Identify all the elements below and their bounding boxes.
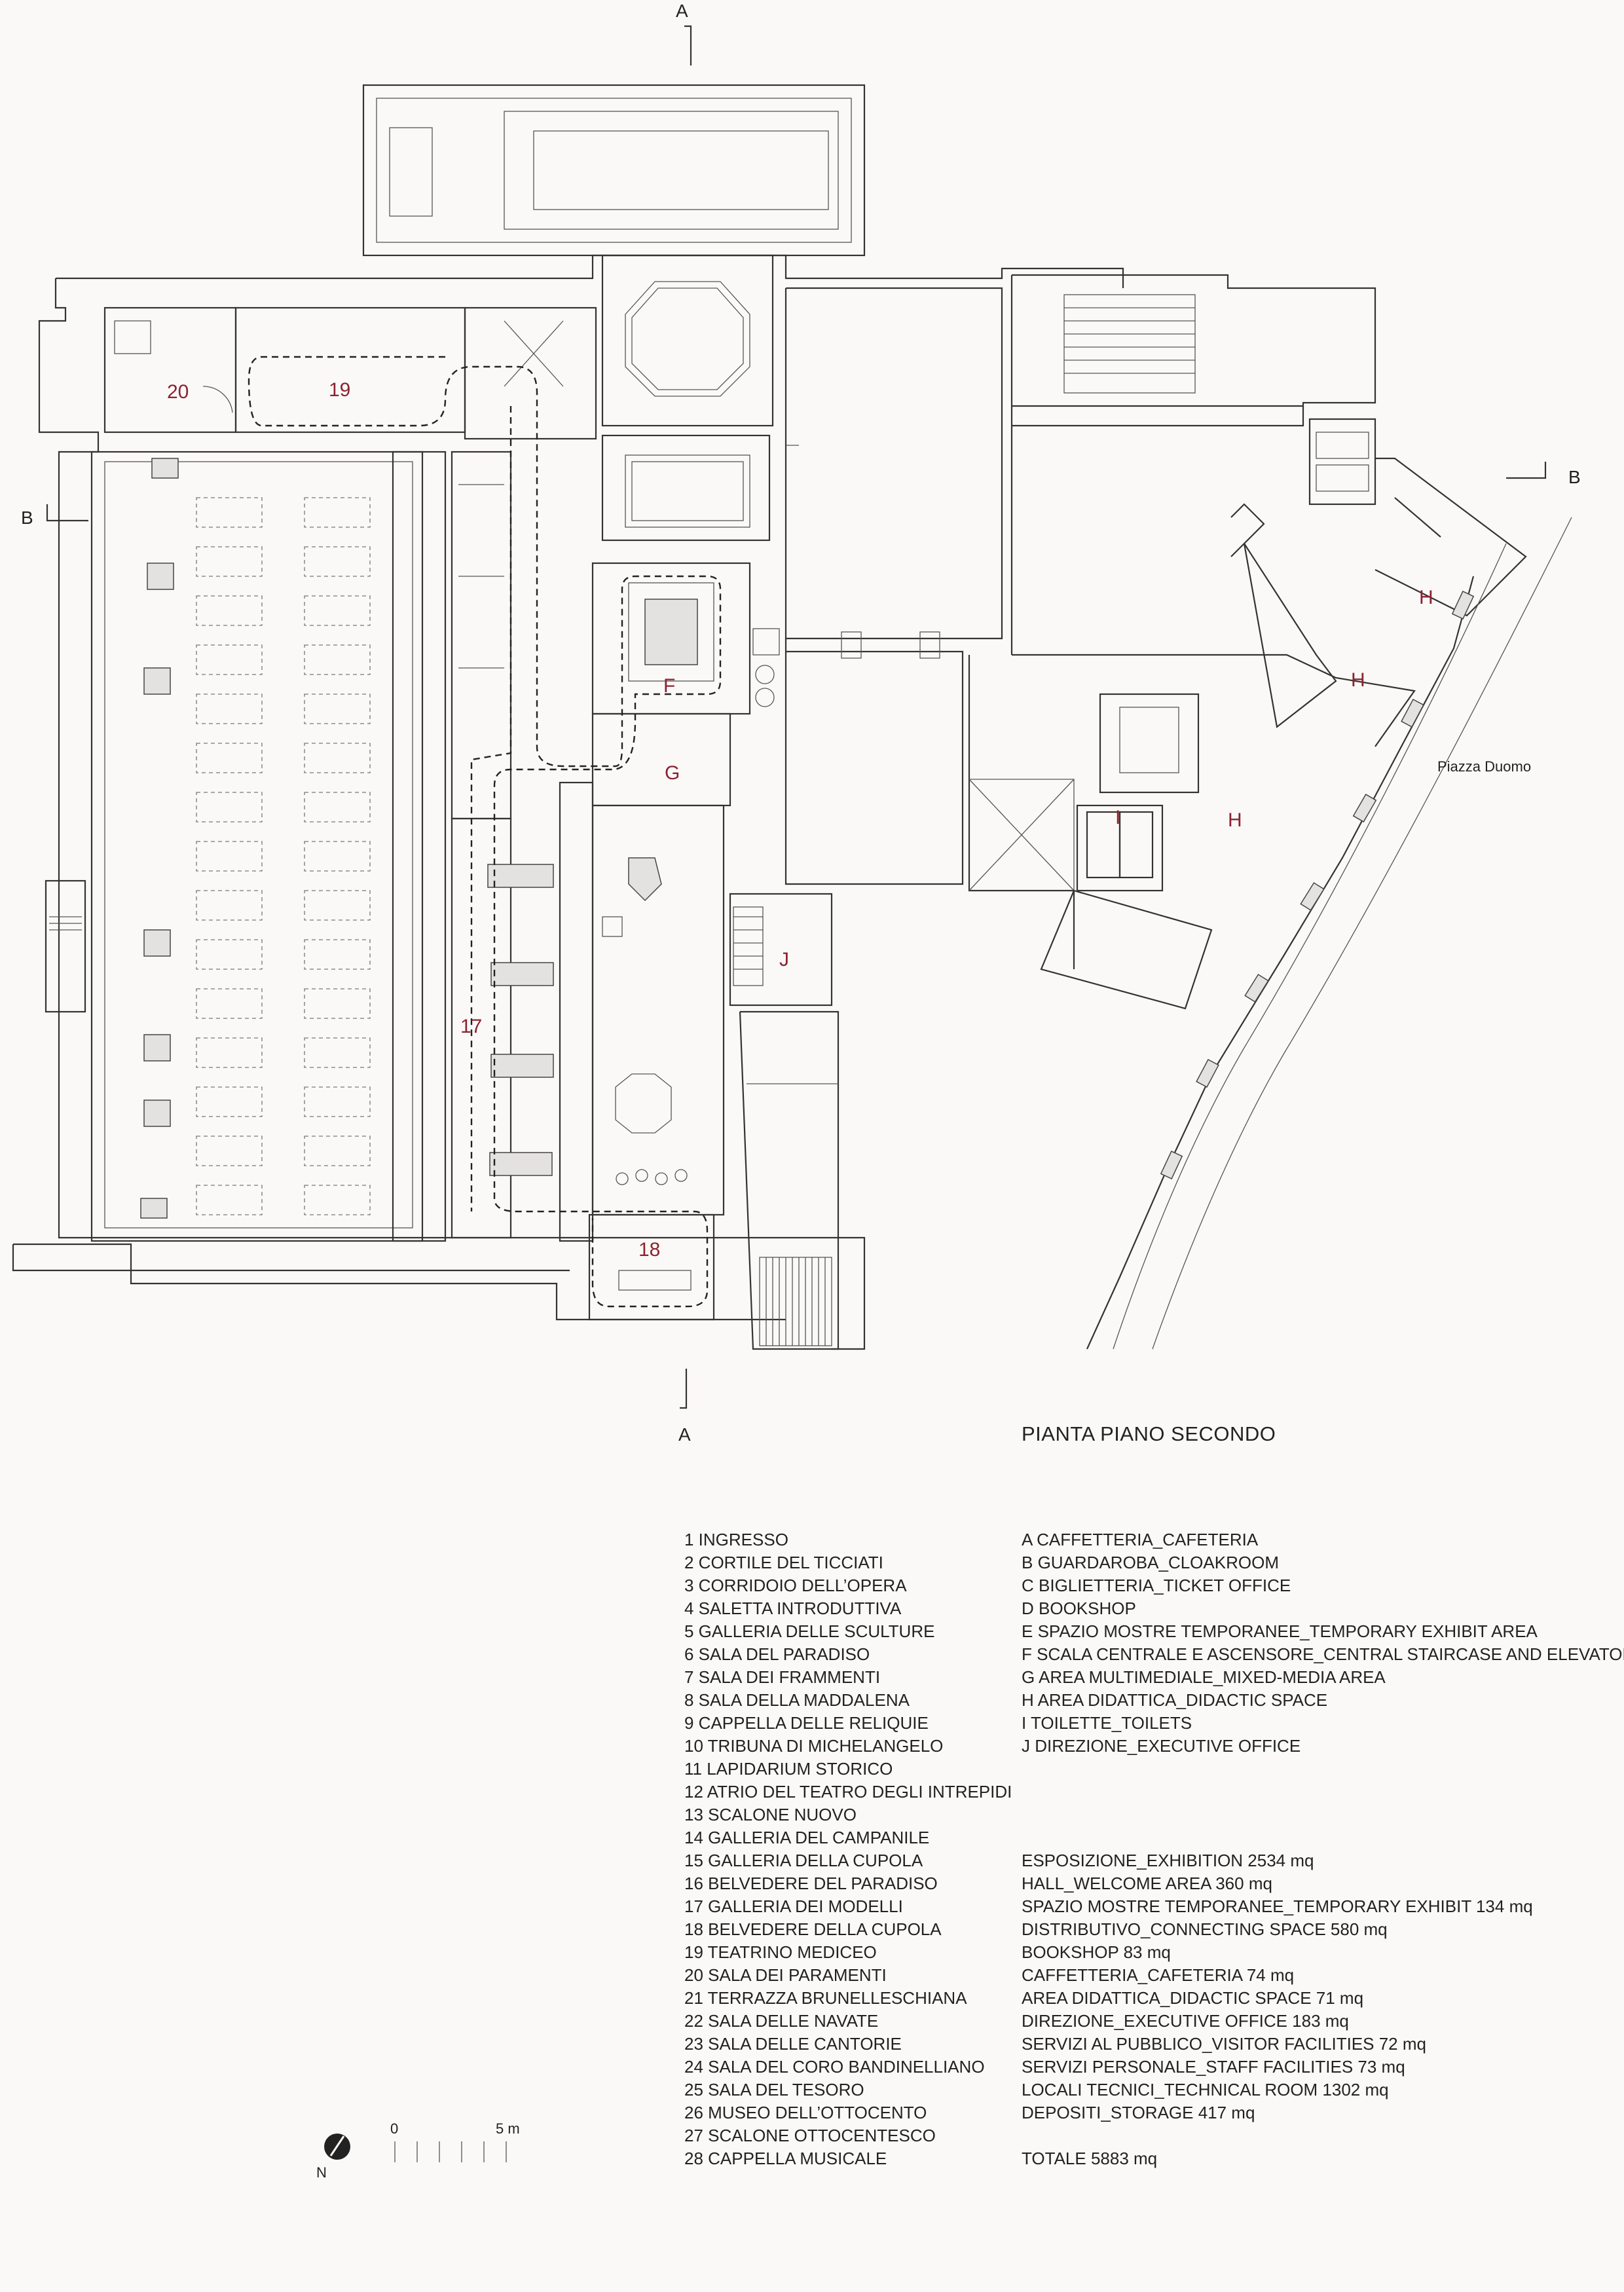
octagon-and-pool [601,254,774,542]
area-item: DIREZIONE_EXECUTIVE OFFICE 183 mq [1022,2011,1349,2031]
area-item: LOCALI TECNICI_TECHNICAL ROOM 1302 mq [1022,2080,1389,2099]
legend-areas: ESPOSIZIONE_EXHIBITION 2534 mq HALL_WELC… [1022,1851,1533,2168]
legend-item: 22 SALA DELLE NAVATE [684,2011,878,2031]
street-label: Piazza Duomo [1437,758,1531,775]
legend-item: A CAFFETTERIA_CAFETERIA [1022,1530,1259,1549]
plan-title: PIANTA PIANO SECONDO [1022,1422,1276,1445]
area-item: HALL_WELCOME AREA 360 mq [1022,1874,1272,1893]
room-tag-j: J [779,949,789,970]
legend-item: D BOOKSHOP [1022,1599,1136,1618]
area-item: ESPOSIZIONE_EXHIBITION 2534 mq [1022,1851,1314,1870]
legend-item: 14 GALLERIA DEL CAMPANILE [684,1828,929,1847]
legend-item: 12 ATRIO DEL TEATRO DEGLI INTREPIDI [684,1782,1012,1802]
legend-item: 25 SALA DEL TESORO [684,2080,864,2099]
legend-item: 2 CORTILE DEL TICCIATI [684,1553,883,1572]
legend-item: 6 SALA DEL PARADISO [684,1644,870,1664]
legend-item: 4 SALETTA INTRODUTTIVA [684,1599,902,1618]
central-block [487,562,780,1242]
room-tag-17: 17 [460,1016,482,1037]
section-marker-a-bottom: A [678,1369,691,1445]
west-block-walls [12,254,1124,1350]
legend-item: 18 BELVEDERE DELLA CUPOLA [684,1919,942,1939]
north-label: N [316,2164,327,2181]
legend-item: C BIGLIETTERIA_TICKET OFFICE [1022,1576,1291,1595]
legend-item: 7 SALA DEI FRAMMENTI [684,1667,880,1687]
north-rooms [103,306,597,440]
room-tag-g: G [665,762,680,784]
area-item: SPAZIO MOSTRE TEMPORANEE_TEMPORARY EXHIB… [1022,1896,1533,1916]
room-tag-h-1: H [1419,587,1433,608]
legend-item: 13 SCALONE NUOVO [684,1805,857,1824]
legend-item: 11 LAPIDARIUM STORICO [684,1759,893,1779]
visitor-route [248,356,722,1308]
legend-item: H AREA DIDATTICA_DIDACTIC SPACE [1022,1690,1327,1710]
street-edge [1086,517,1572,1350]
scale-five: 5 m [496,2120,520,2137]
area-item: SERVIZI AL PUBBLICO_VISITOR FACILITIES 7… [1022,2034,1426,2054]
room-tag-h-3: H [1228,809,1242,831]
legend-item: E SPAZIO MOSTRE TEMPORANEE_TEMPORARY EXH… [1022,1621,1538,1641]
room-tag-18: 18 [638,1239,660,1261]
room-tag-19: 19 [329,379,350,401]
legend-item: 3 CORRIDOIO DELL’OPERA [684,1576,907,1595]
scale-bar: 0 5 m [390,2120,520,2162]
legend-item: 1 INGRESSO [684,1530,788,1549]
scale-zero: 0 [390,2120,398,2137]
area-item: DISTRIBUTIVO_CONNECTING SPACE 580 mq [1022,1919,1388,1939]
legend-item: B GUARDAROBA_CLOAKROOM [1022,1553,1279,1572]
north-arrow-icon: N [316,2134,350,2181]
area-item: AREA DIDATTICA_DIDACTIC SPACE 71 mq [1022,1988,1363,2008]
legend-item: 8 SALA DELLA MADDALENA [684,1690,910,1710]
legend-item: J DIREZIONE_EXECUTIVE OFFICE [1022,1736,1301,1756]
total-area: TOTALE 5883 mq [1022,2149,1157,2168]
legend-lettered-rooms: A CAFFETTERIA_CAFETERIA B GUARDAROBA_CLO… [1022,1530,1624,1756]
section-label-a-bottom: A [678,1424,691,1445]
west-stair [45,879,86,1013]
legend-item: 27 SCALONE OTTOCENTESCO [684,2126,936,2145]
legend-item: 28 CAPPELLA MUSICALE [684,2149,887,2168]
room-tag-20: 20 [167,381,189,403]
legend-item: 26 MUSEO DELL’OTTOCENTO [684,2103,927,2122]
room-tag-h-2: H [1351,669,1365,691]
legend-item: 24 SALA DEL CORO BANDINELLIANO [684,2057,985,2077]
room-tag-f: F [663,675,675,697]
legend-item: 9 CAPPELLA DELLE RELIQUIE [684,1713,929,1733]
middle-courtyard [784,287,1003,885]
legend-numbered-rooms: 1 INGRESSO 2 CORTILE DEL TICCIATI 3 CORR… [684,1530,1012,2168]
legend-item: 16 BELVEDERE DEL PARADISO [684,1874,938,1893]
section-label-a-top: A [676,1,688,21]
section-marker-a-top: A [676,1,692,65]
west-gallery-tiles [140,458,371,1219]
north-annex [362,84,866,257]
legend-item: 17 GALLERIA DEI MODELLI [684,1896,903,1916]
legend-item: 5 GALLERIA DELLE SCULTURE [684,1621,934,1641]
legend-item: 23 SALA DELLE CANTORIE [684,2034,902,2054]
area-item: BOOKSHOP 83 mq [1022,1942,1171,1962]
area-item: CAFFETTERIA_CAFETERIA 74 mq [1022,1965,1294,1985]
legend-item: 19 TEATRINO MEDICEO [684,1942,877,1962]
area-item: SERVIZI PERSONALE_STAFF FACILITIES 73 mq [1022,2057,1405,2077]
legend-item: 15 GALLERIA DELLA CUPOLA [684,1851,923,1870]
legend-item: 10 TRIBUNA DI MICHELANGELO [684,1736,943,1756]
legend-item: 21 TERRAZZA BRUNELLESCHIANA [684,1988,967,2008]
section-marker-b-right: B [1506,462,1581,487]
section-label-b-right: B [1568,467,1581,487]
legend-item: I TOILETTE_TOILETS [1022,1713,1192,1733]
legend-item: 20 SALA DEI PARAMENTI [684,1965,887,1985]
room-tag-i: I [1115,807,1120,828]
south-east-rooms [588,893,840,1350]
legend-item: G AREA MULTIMEDIALE_MIXED-MEDIA AREA [1022,1667,1386,1687]
section-marker-b-left: B [21,504,88,528]
east-buildings [968,274,1527,1010]
legend-item: F SCALA CENTRALE E ASCENSORE_CENTRAL STA… [1022,1644,1624,1664]
section-label-b-left: B [21,508,33,528]
area-item: DEPOSITI_STORAGE 417 mq [1022,2103,1255,2122]
